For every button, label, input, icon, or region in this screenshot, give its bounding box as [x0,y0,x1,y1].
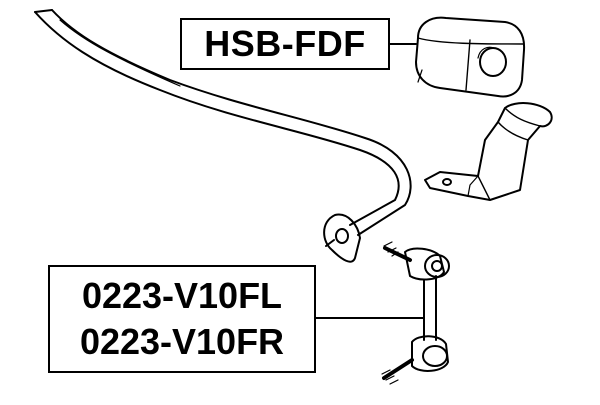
link-part-label: 0223-V10FL 0223-V10FR [48,265,316,373]
link-part-number-left: 0223-V10FL [81,275,283,316]
stabilizer-bar [34,9,412,236]
bracket [424,102,553,201]
bushing-part-label: HSB-FDF [180,18,390,70]
stabilizer-link [381,241,450,385]
bushing-part-number: HSB-FDF [204,23,366,64]
bushing [415,16,526,98]
link-part-number-right: 0223-V10FR [79,321,285,362]
stabilizer-bar-end [323,213,361,263]
